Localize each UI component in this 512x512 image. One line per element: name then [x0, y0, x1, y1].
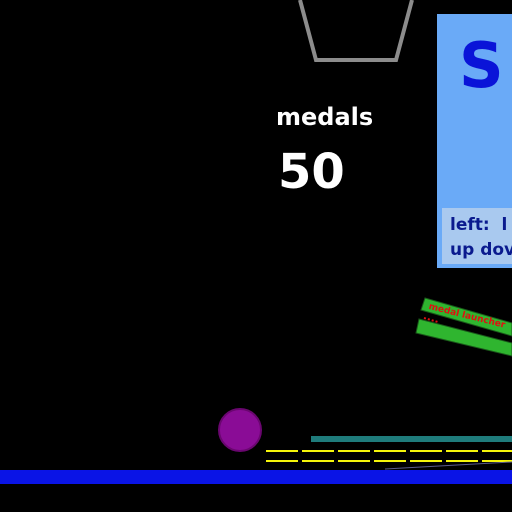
- launcher-marker: [423, 317, 439, 323]
- purple-medal-ball[interactable]: [218, 408, 262, 452]
- panel-title: S: [459, 29, 504, 102]
- medals-label: medals: [276, 103, 374, 131]
- teal-platform: [311, 436, 512, 442]
- medals-count: 50: [278, 144, 345, 200]
- controls-line-left: left: l: [450, 215, 508, 235]
- floor-bar: [0, 470, 512, 484]
- launcher-upper-bar: [420, 297, 512, 337]
- launcher-lower-bar: [415, 318, 512, 357]
- lane-markings: [266, 450, 512, 462]
- controls-box: [442, 208, 512, 264]
- controls-line-up-down: up dov: [450, 240, 512, 260]
- instructions-panel: S left: l up dov: [437, 14, 512, 268]
- ramp-line: [384, 461, 512, 470]
- catcher-bucket: [298, 0, 414, 62]
- medal-launcher[interactable]: [415, 297, 512, 357]
